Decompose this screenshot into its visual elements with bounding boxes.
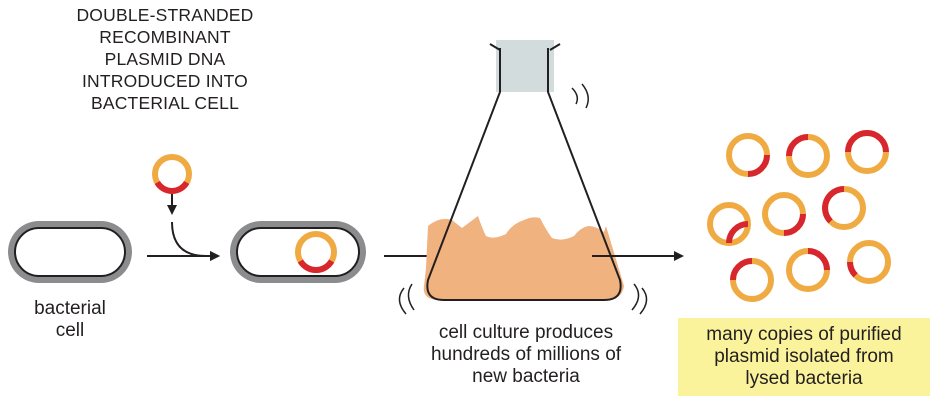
plasmid-icon <box>786 248 830 292</box>
purified-caption: many copies of purified plasmid isolated… <box>706 324 902 389</box>
plasmid-icon <box>762 192 806 236</box>
plasmid-icon <box>822 186 866 230</box>
bacterial-cell-label: bacterial cell <box>34 298 106 341</box>
plasmid-icon <box>847 240 891 284</box>
culture-caption: cell culture produces hundreds of millio… <box>430 322 622 387</box>
plasmid-icon <box>845 130 889 174</box>
bacterial-cell-icon <box>8 221 132 283</box>
plasmid-intro-label: DOUBLE-STRANDED RECOMBINANT PLASMID DNA … <box>76 5 254 113</box>
flask-icon <box>398 40 648 315</box>
purified-caption-box <box>678 318 930 396</box>
bacterial-cell-icon <box>230 221 366 283</box>
plasmid-icon <box>707 202 751 246</box>
plasmid-icon <box>786 134 830 178</box>
plasmid-icon <box>730 258 774 302</box>
arrow-icon <box>147 194 220 261</box>
plasmid-icon <box>295 231 337 273</box>
plasmid-icon <box>726 133 770 177</box>
plasmid-icon <box>152 154 192 194</box>
